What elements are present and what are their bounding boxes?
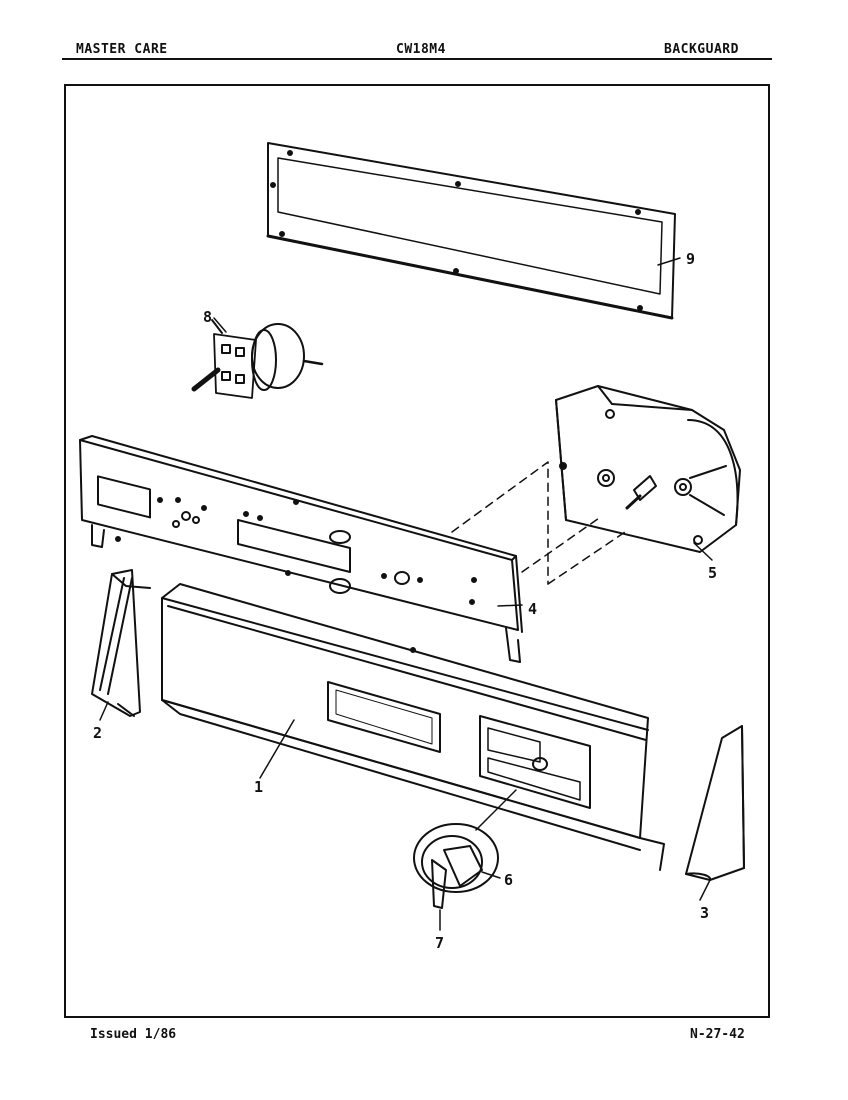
callout-2: 2 (93, 724, 102, 742)
footer-page-code: N-27-42 (690, 1027, 745, 1042)
header-model-number: CW18M4 (396, 42, 446, 57)
control-bracket-part-4 (79, 435, 523, 663)
backguard-panel-part-1 (161, 583, 665, 871)
rear-panel-part-9 (266, 142, 676, 320)
header-section-title: BACKGUARD (664, 42, 739, 57)
pressure-switch-part-8 (191, 319, 324, 399)
callout-leader-lines (99, 257, 713, 931)
callout-1: 1 (254, 778, 263, 796)
end-bracket-part-2 (91, 569, 151, 717)
timer-part-5 (555, 385, 741, 553)
callout-5: 5 (708, 564, 717, 582)
footer-issued-date: Issued 1/86 (90, 1027, 177, 1042)
end-cap-part-3 (685, 725, 745, 881)
callout-4: 4 (528, 600, 537, 618)
callout-9: 9 (686, 250, 695, 268)
header-rule (62, 58, 772, 60)
callout-3: 3 (700, 904, 709, 922)
diagram-frame (64, 84, 770, 1018)
knob-and-dial-parts-6-7 (413, 823, 499, 909)
callout-6: 6 (504, 871, 513, 889)
callout-7: 7 (435, 934, 444, 952)
callout-labels: 9 8 5 4 2 1 3 6 7 (93, 250, 717, 952)
assembly-guide-lines (451, 461, 629, 585)
header-brand: MASTER CARE (76, 42, 168, 57)
callout-8: 8 (203, 308, 212, 326)
